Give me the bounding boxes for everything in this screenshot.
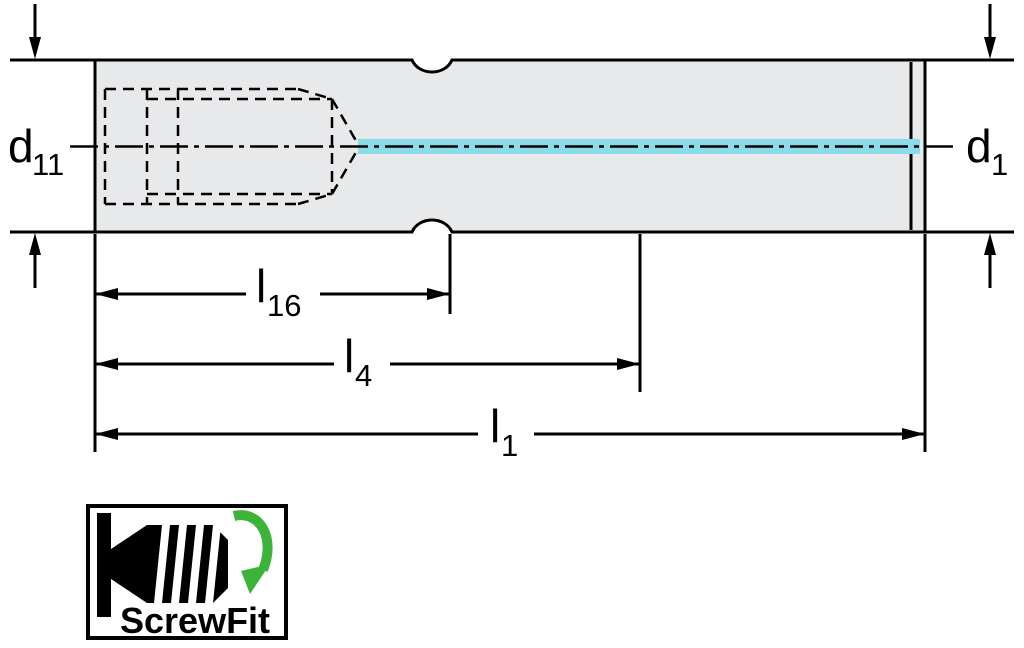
label-mask [478,400,534,450]
d11-diameter-arrows [29,4,41,288]
icon-thread-stripe [171,525,187,603]
l16-label-base: l [256,260,266,312]
screwfit-tool-icon [97,513,228,617]
icon-thread-stripe [188,525,204,603]
arrow-head-left-icon [95,358,118,370]
hidden-line [297,87,333,101]
l4-label-base: l [344,330,354,382]
d1-diameter-arrows [984,4,996,288]
icon-thread-stripe [154,525,170,603]
icon-thread-stripe [205,525,221,603]
label-mask [246,260,320,310]
arrow-head-up-icon [29,233,41,255]
arrow-head-left-icon [95,288,118,300]
arrow-head-left-icon [95,428,118,440]
screwfit-logo: ScrewFit [86,504,288,641]
icon-flange [97,513,111,617]
d1-label-sub: 1 [991,147,1008,182]
rotation-arrow-icon [232,510,273,594]
l4-label-sub: 4 [355,358,372,393]
arrow-head-right-icon [617,358,640,370]
d11-label-sub: 11 [32,147,64,182]
l1-label-sub: 1 [501,428,518,463]
d1-label: d 1 [966,120,1008,182]
arrow-head-down-icon [984,37,996,59]
label-mask [334,330,390,380]
arrow-head-right-icon [427,288,450,300]
arrow-head-up-icon [984,233,996,255]
hidden-line [330,146,361,195]
dimension-l4: l 4 [95,234,642,393]
d11-label-base: d [8,120,34,172]
hidden-line [330,98,361,147]
internal-thread-hidden-lines [103,87,361,206]
rotation-arrow-head [241,564,270,594]
dimension-l1: l 1 [93,234,927,463]
d11-label: d 11 [8,120,64,182]
coolant-channel-highlight [358,139,920,154]
l16-label-sub: 16 [267,288,301,323]
dimension-l16: l 16 [95,234,452,323]
d1-label-base: d [966,120,992,172]
arrow-head-down-icon [29,37,41,59]
icon-cone [111,525,147,603]
arrow-head-right-icon [902,428,925,440]
l1-label-base: l [490,400,500,452]
screwfit-logo-text: ScrewFit [120,600,270,641]
hidden-line [297,192,333,206]
rotation-arrow-arc [232,510,273,572]
